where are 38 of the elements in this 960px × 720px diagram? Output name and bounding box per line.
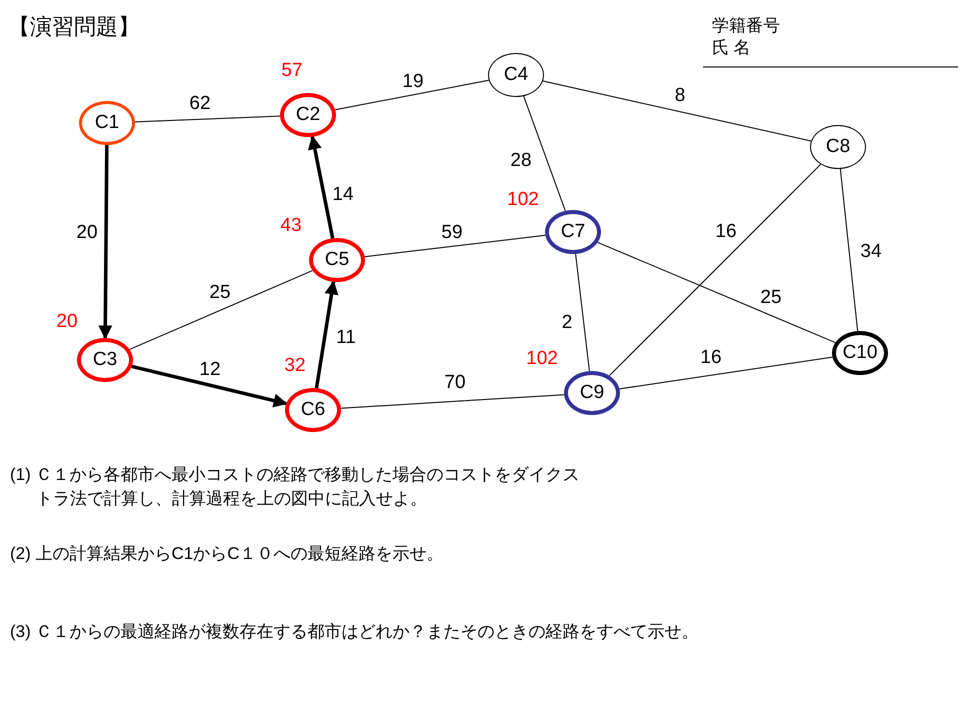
arrow <box>98 144 112 340</box>
connector-line <box>608 164 822 376</box>
connector-line <box>134 116 281 122</box>
city-circle: C10 <box>832 331 888 375</box>
city-circle: C8 <box>810 125 866 169</box>
city-circle: C2 <box>280 93 336 137</box>
question-text: (3) Ｃ１からの最適経路が複数存在する都市はどれか？またそのときの経路をすべて示せ。 <box>10 621 700 643</box>
city-circle: C4 <box>488 53 544 97</box>
city-circle: C9 <box>564 371 620 415</box>
name-label: 氏 名 <box>712 38 752 58</box>
distance-label: 43 <box>279 215 303 237</box>
distance-label: 20 <box>55 311 79 333</box>
connector-line <box>340 394 565 409</box>
city-circle: C1 <box>79 101 135 145</box>
city-circle: C7 <box>545 210 601 254</box>
connector-line <box>129 270 313 350</box>
connector-line <box>575 253 590 372</box>
distance-label: 102 <box>506 189 540 211</box>
distance-label: 32 <box>283 355 307 377</box>
question-text: (1) Ｃ１から各都市へ最小コストの経路で移動した場合のコストをダイクストラ法で計算し、計算過程を上の図中に記入せよ。 <box>10 464 580 510</box>
city-circle: C3 <box>77 338 133 382</box>
connector-line <box>523 96 566 212</box>
connector-line <box>542 80 812 142</box>
arrow <box>308 135 334 239</box>
arrow <box>314 280 338 388</box>
city-circle: C6 <box>285 388 341 432</box>
connector-line <box>619 356 833 390</box>
student-number-label: 学籍番号 <box>712 16 781 36</box>
connector-line <box>840 168 858 332</box>
title: 【演習問題】 <box>8 13 140 41</box>
connector-line <box>597 242 836 344</box>
distance-label: 102 <box>525 348 559 370</box>
distance-label: 57 <box>280 60 304 82</box>
question-text: (2) 上の計算結果からC1からC１０への最短経路を示せ。 <box>10 543 445 565</box>
connector-line <box>364 234 546 258</box>
arrow <box>131 364 288 408</box>
city-circle: C5 <box>309 238 365 282</box>
connector-line <box>334 80 490 110</box>
